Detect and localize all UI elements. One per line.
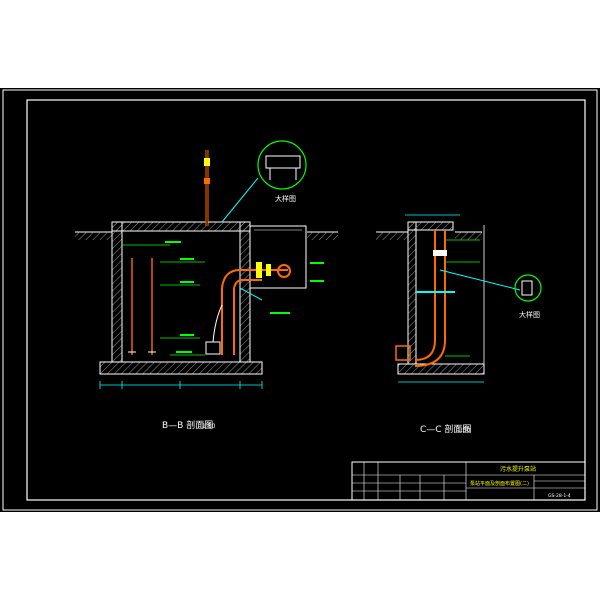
outer-frame — [2, 89, 598, 511]
section-c-title: C—C 剖面图 — [420, 423, 471, 435]
c-flange — [433, 250, 447, 256]
c-soil-left — [376, 232, 408, 240]
project-name: 污水提升泵站 — [500, 465, 536, 473]
dimension-ticks — [99, 381, 263, 389]
title-block-grid — [352, 462, 585, 500]
level-text-marks — [165, 241, 324, 353]
c-base-slab — [397, 363, 485, 375]
section-b-title: B—B 剖面图 — [162, 419, 213, 431]
right-wall — [239, 221, 251, 363]
valve-1 — [256, 262, 262, 278]
model-space — [0, 88, 600, 512]
detail-label-c: 大样图 — [519, 310, 540, 319]
pump-cable — [212, 304, 223, 343]
section-c-c: 大样图 C—C 剖面图 1:50 — [376, 214, 542, 435]
c-roof-slab — [407, 221, 454, 231]
riser-fitting-1 — [204, 158, 210, 166]
left-wall — [111, 221, 123, 363]
pipe-end-circle — [277, 264, 291, 278]
sheet-title: 泵站平面及剖面布置图(二) — [470, 480, 529, 487]
c-outlet — [395, 345, 411, 361]
c-bend-outer — [414, 339, 446, 367]
drawing-number: GS-28-1-4 — [548, 493, 571, 499]
c-left-wall — [407, 221, 417, 365]
c-bend-inner — [414, 339, 436, 361]
roof-slab — [111, 221, 251, 232]
soil-hatch-right — [307, 232, 338, 240]
discharge-bend-inner — [233, 279, 262, 289]
inner-frame — [26, 99, 586, 501]
title-block: 污水提升泵站 泵站平面及剖面布置图(二) GS-28-1-4 — [351, 461, 586, 501]
detail-label-b: 大样图 — [275, 194, 296, 203]
detail-fitting — [265, 155, 301, 169]
valve-2 — [266, 264, 271, 276]
c-detail-leader — [439, 269, 521, 291]
detail-leader — [221, 177, 259, 223]
c-detail-callout — [514, 274, 542, 302]
section-c-scale: 1:50 — [457, 427, 471, 434]
c-level-annotations — [445, 239, 480, 357]
c-soil-right — [455, 232, 482, 240]
section-b-scale: 1:50 — [202, 423, 216, 430]
section-b-b: 大样图 B—B 剖面图 1:50 — [75, 140, 338, 431]
detail-callout-circle — [257, 140, 307, 190]
discharge-bend — [221, 269, 288, 289]
riser-fitting-2 — [204, 178, 210, 184]
soil-hatch-left — [75, 232, 112, 240]
pipe-support — [239, 287, 263, 301]
base-slab — [99, 361, 263, 375]
valve-chamber — [249, 225, 307, 289]
c-detail-fitting — [521, 280, 533, 296]
level-annotations — [122, 244, 205, 356]
